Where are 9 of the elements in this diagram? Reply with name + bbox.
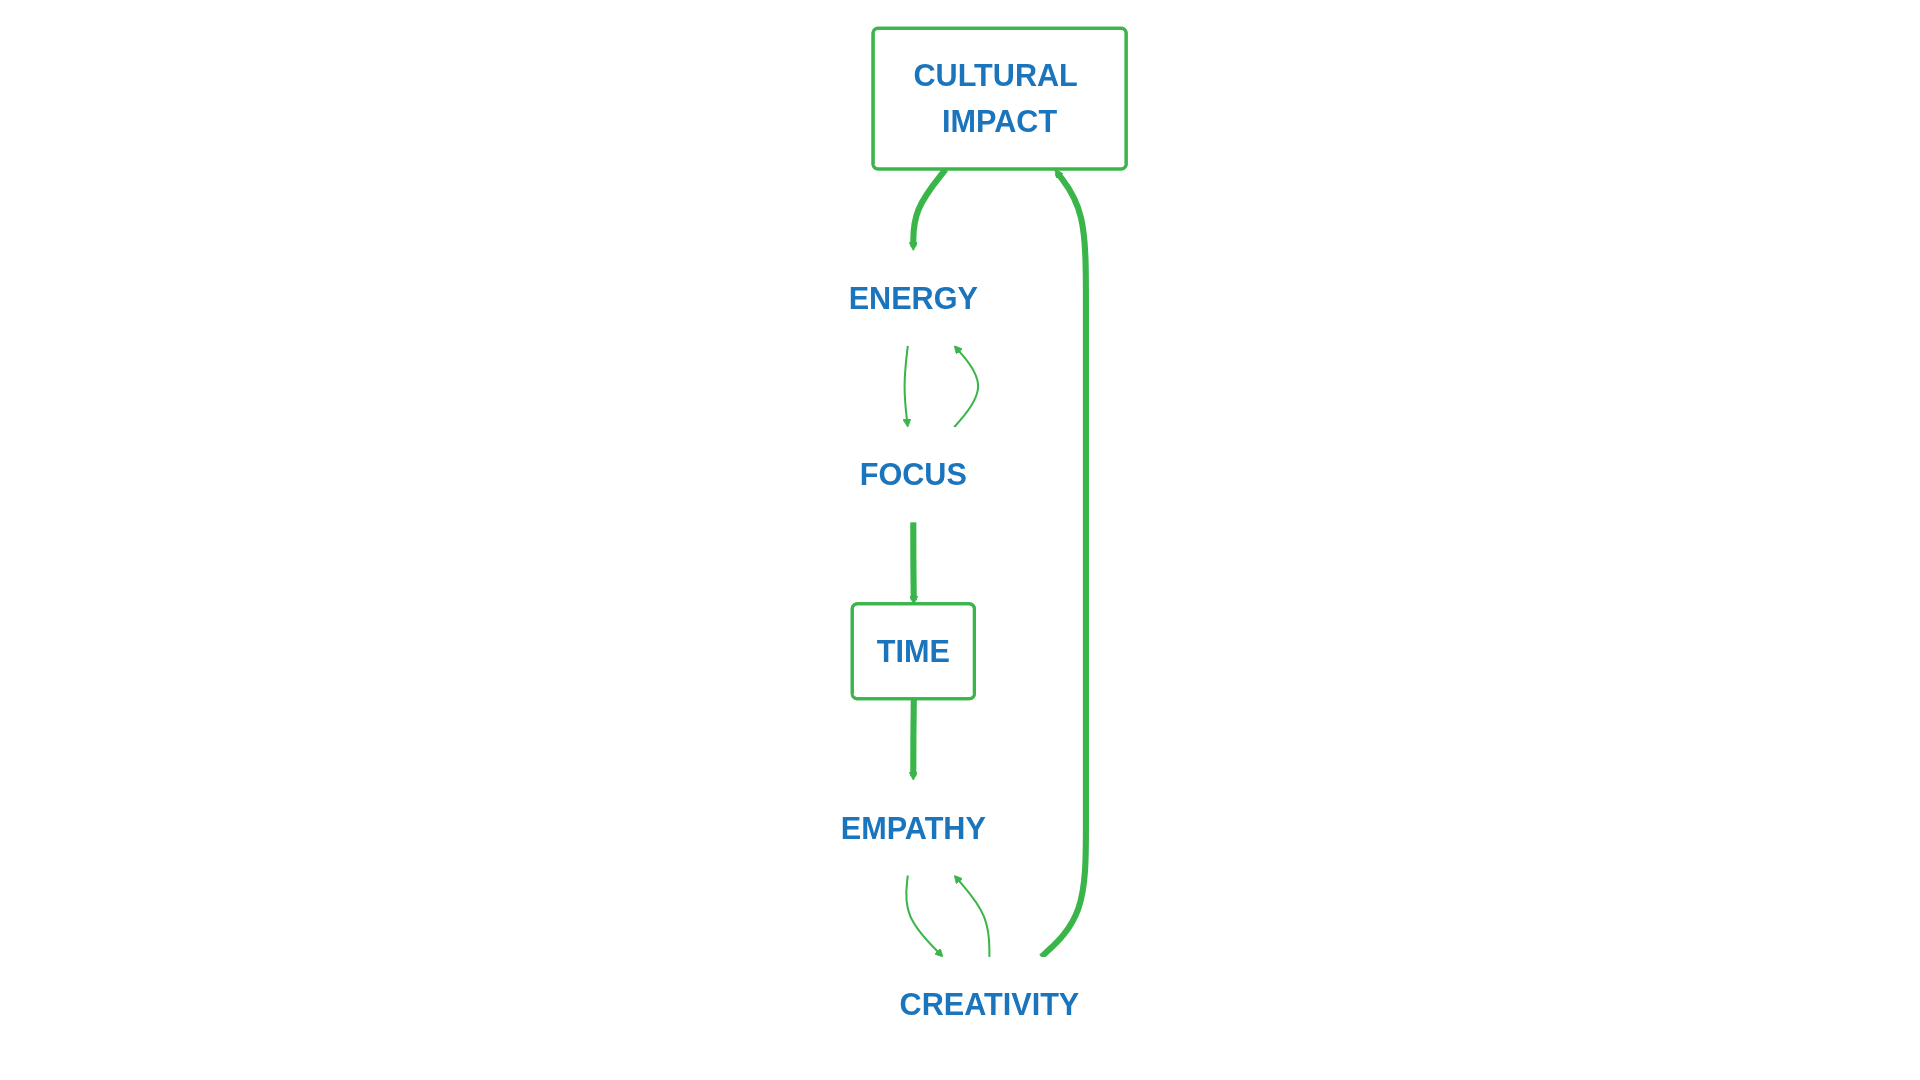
arrow — [908, 699, 918, 781]
node-text: CREATIVITY — [899, 987, 1080, 1022]
node-text: ENERGY — [848, 281, 978, 315]
node-text: FOCUS — [859, 457, 967, 492]
node-text: EMPATHY — [840, 810, 986, 845]
arrow — [902, 345, 912, 428]
arrow — [905, 875, 944, 958]
arrow — [953, 345, 980, 428]
arrow — [953, 874, 991, 957]
